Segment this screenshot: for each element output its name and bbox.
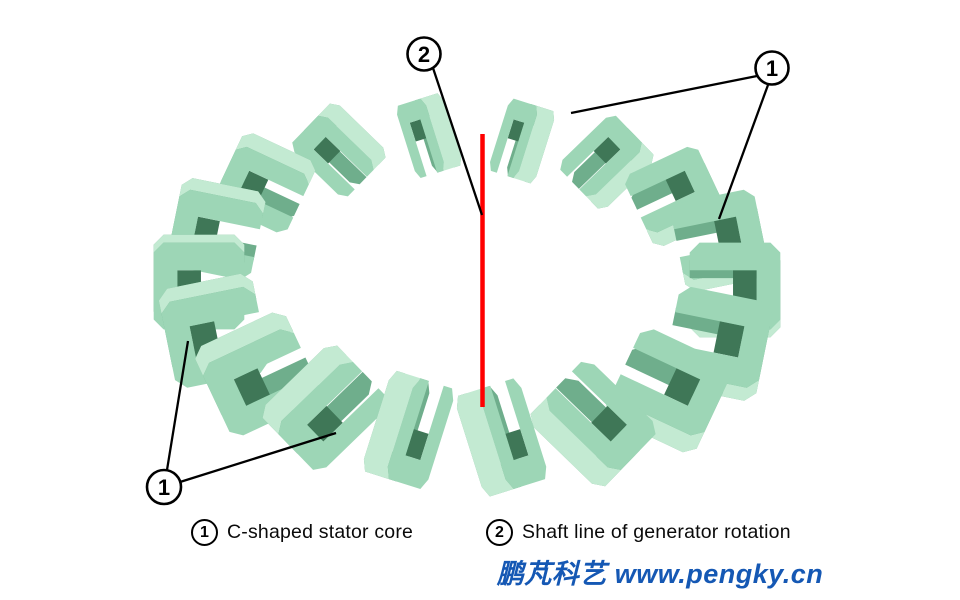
core-top-face [605,389,705,453]
core-inner-face [405,429,429,461]
core-front-face [490,98,537,178]
callout-marker-stator-bottom-left: 1 [145,468,183,506]
core-inner-face [713,321,745,358]
core-inner-face [664,368,701,406]
core-inner-face [313,136,341,164]
stator-core [363,370,454,489]
callout-markers: 2 1 1 [145,36,790,506]
callout-marker-shaft: 2 [406,36,442,72]
core-top-face [586,142,654,209]
callout-line-stator-tr-1 [570,74,758,115]
callout-marker-stator-bl-label: 1 [158,475,170,500]
core-front-face [480,378,547,489]
core-inner-face [409,119,427,142]
callout-marker-stator-top-right: 1 [754,50,790,86]
core-front-face [292,115,374,197]
core-front-face [397,98,444,178]
core-inner-face [733,270,757,302]
callout-line-stator-tr-2 [717,84,770,220]
core-front-face [387,378,454,489]
core-inner-face [665,170,695,201]
core-top-face [456,388,514,497]
callout-line-stator-bl-1 [165,340,190,471]
core-inner-face [307,405,343,442]
callout-line-shaft [431,67,484,216]
stator-core [397,93,462,178]
core-top-face [179,178,266,214]
core-inner-face [593,136,621,164]
core-top-face [235,133,316,185]
legend-marker-shaft: 2 [486,519,513,546]
core-inner-face [507,119,525,142]
stator-ring [153,93,781,497]
core-inner-face [505,429,529,461]
watermark: 鹏芃科艺 www.pengky.cn [496,559,824,589]
stator-core [560,115,654,209]
callout-lines [165,67,770,484]
core-front-face [546,361,656,470]
core-top-face [363,370,421,480]
core-top-face [158,273,256,314]
legend-label-stator: C-shaped stator core [227,521,414,543]
legend-item-shaft-line: 2 Shaft line of generator rotation [486,519,791,546]
core-inner-face [714,216,742,250]
callout-line-stator-bl-2 [179,431,337,484]
core-top-face [530,397,621,487]
core-top-face [262,345,353,435]
core-top-face [195,312,294,376]
legend-marker-stator: 1 [191,519,218,546]
legend-item-stator-core: 1 C-shaped stator core [191,519,413,546]
core-front-face [560,115,642,197]
callout-marker-stator-tr-label: 1 [766,56,778,81]
stator-core [490,98,555,184]
core-top-face [153,234,245,253]
core-inner-face [233,368,270,406]
core-inner-face [591,405,627,442]
core-top-face [318,103,386,170]
core-top-face [420,93,462,171]
legend-label-shaft: Shaft line of generator rotation [522,521,791,543]
stator-core [456,378,547,497]
core-front-face [613,329,731,436]
stator-core [292,103,386,197]
stator-core [530,361,656,487]
callout-marker-shaft-label: 2 [418,42,430,67]
core-top-face [513,105,555,184]
